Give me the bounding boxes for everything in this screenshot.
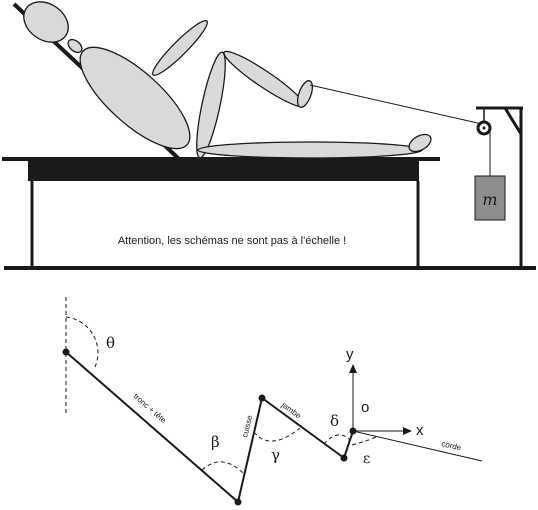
warning-text: Attention, les schémas ne sont pas à l'é… <box>118 235 346 247</box>
trunk <box>79 46 191 150</box>
joint-hip <box>234 498 242 506</box>
joint-knee <box>258 394 266 402</box>
theta-label: θ <box>106 334 115 352</box>
delta-arc <box>323 434 351 445</box>
y-axis-label: y <box>346 346 354 363</box>
theta-arc <box>65 316 99 368</box>
thigh-segment <box>237 397 263 503</box>
rope-label: corde <box>441 439 463 452</box>
upper-arm <box>152 20 208 76</box>
head <box>23 1 69 43</box>
x-axis-arrowhead <box>403 427 412 435</box>
trunk-segment <box>65 351 239 503</box>
lower-leg <box>223 50 305 108</box>
beta-arc <box>201 461 245 475</box>
leg-label: jambe <box>279 400 303 421</box>
table-pad <box>28 161 419 181</box>
top-scene: m Attention, les schémas ne sont pas à l… <box>2 1 536 270</box>
hand <box>408 133 432 153</box>
rope-top <box>309 84 483 125</box>
trunk-label: tronc + tête <box>132 392 169 426</box>
joint-head <box>62 348 70 356</box>
foot <box>296 80 314 108</box>
mass-label: m <box>482 190 497 209</box>
beta-label: β <box>211 433 220 451</box>
x-axis-label: x <box>416 422 424 439</box>
kinematic-diagram: θ β γ δ ε y x o tronc + tête cuisse <box>62 297 483 506</box>
rope-segment <box>352 430 483 462</box>
human-figure <box>23 1 432 159</box>
gamma-arc <box>253 427 301 442</box>
leg-segment <box>261 397 345 459</box>
epsilon-label: ε <box>363 451 370 467</box>
gamma-label: γ <box>271 446 280 464</box>
table-top <box>2 157 440 161</box>
origin-label: o <box>361 399 369 416</box>
thigh-label: cuisse <box>240 414 254 439</box>
hanging-mass <box>474 175 506 221</box>
thigh <box>196 51 226 159</box>
delta-label: δ <box>330 412 339 430</box>
floor-line <box>4 266 536 270</box>
forearm <box>197 141 423 159</box>
pulley-axle <box>482 126 486 130</box>
y-axis-arrowhead <box>349 364 357 373</box>
foot-segment <box>343 430 354 459</box>
epsilon-arc <box>351 436 377 446</box>
pulley-stand <box>476 106 523 268</box>
neck <box>67 38 83 54</box>
joint-ankle <box>340 454 348 462</box>
